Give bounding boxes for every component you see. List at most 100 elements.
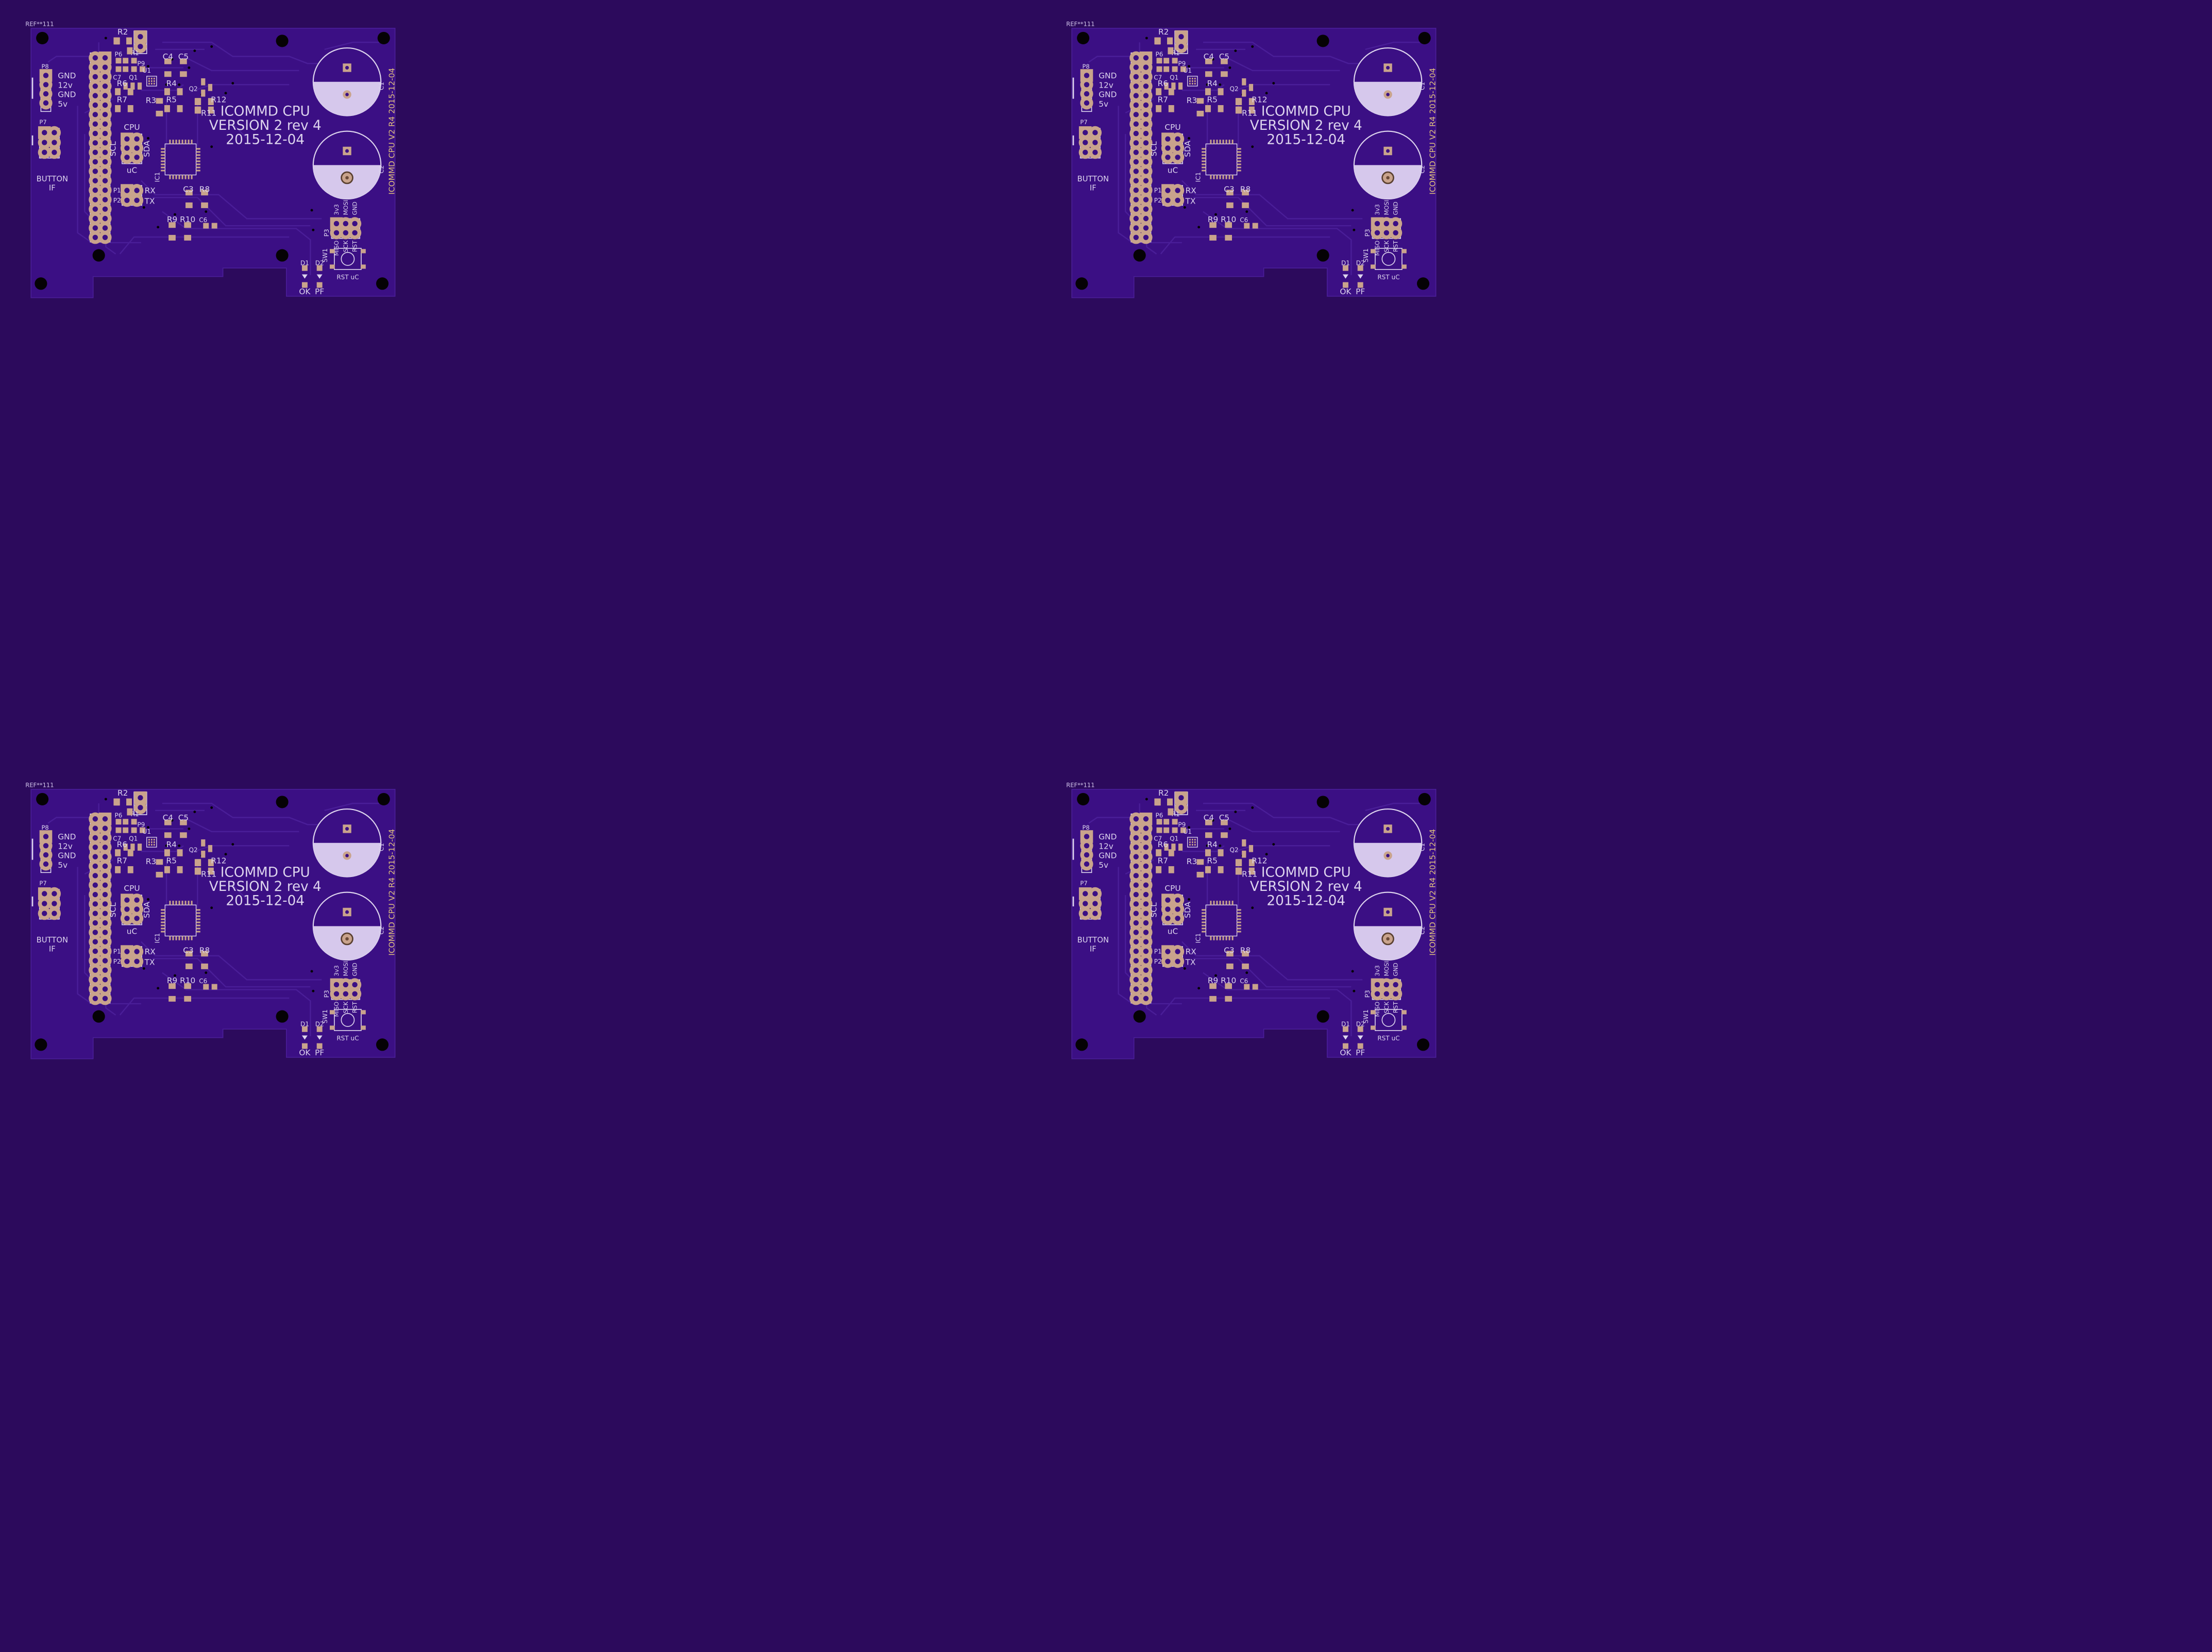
- gpio-pin: [89, 108, 102, 121]
- u1-pad: [1194, 80, 1196, 82]
- sw1-pad: [330, 1025, 335, 1030]
- via: [224, 92, 227, 95]
- led-pad: [1342, 1043, 1348, 1049]
- ic1-pin: [1237, 157, 1241, 159]
- drill-hole: [1383, 982, 1390, 988]
- r12-pad-b: [208, 98, 214, 105]
- drill-hole: [102, 939, 108, 945]
- ic1-pin: [1237, 924, 1241, 926]
- uc-label: uC: [1168, 926, 1178, 936]
- led-pad: [1357, 1026, 1363, 1032]
- drill-hole: [92, 863, 98, 869]
- isp-pin: [1371, 226, 1384, 240]
- power-label: GND: [1099, 832, 1117, 841]
- smd-pad: [1163, 819, 1170, 825]
- r5-pad-a: [164, 105, 170, 112]
- tx-label: TX: [144, 958, 155, 967]
- smd-pad: [1156, 58, 1162, 64]
- ic1-pin: [1237, 148, 1241, 150]
- ic1-pin: [1237, 928, 1241, 930]
- drill-hole: [1386, 176, 1390, 180]
- d1-label: D1: [300, 1021, 309, 1028]
- r3-pad-a: [156, 859, 163, 865]
- drill-hole: [1165, 949, 1171, 954]
- power-label: 12v: [58, 80, 73, 90]
- ic1-pin: [196, 151, 200, 153]
- drill-hole: [102, 55, 108, 61]
- sw1-label: SW1: [1362, 1009, 1370, 1023]
- p9-label: P9: [137, 821, 145, 828]
- c4-pad-a: [1205, 58, 1212, 64]
- drill-hole: [138, 805, 143, 811]
- button-if-label: BUTTON: [1077, 175, 1109, 183]
- ic1-pin: [161, 148, 165, 150]
- ic1-pin: [188, 140, 190, 144]
- gpio-pin: [98, 193, 112, 207]
- u1-pad: [150, 841, 153, 844]
- led-pf-label: PF: [1356, 287, 1365, 296]
- ic1-pin: [1222, 175, 1224, 179]
- c3-label: C3: [183, 946, 193, 955]
- gpio-pin: [98, 61, 112, 74]
- gpio-pin: [89, 973, 102, 986]
- p6-label: P6: [1156, 51, 1163, 58]
- drill-hole: [1386, 854, 1390, 857]
- q2-pin: [1248, 83, 1254, 91]
- ic1-pin: [196, 912, 200, 914]
- drill-hole: [92, 64, 98, 70]
- via: [1351, 209, 1354, 212]
- drill-hole: [124, 916, 130, 921]
- drill-hole: [1165, 155, 1171, 160]
- drill-hole: [1143, 140, 1149, 146]
- via: [104, 798, 107, 801]
- r8-pad-a: [201, 190, 208, 196]
- isp-top-label: MOSI: [1383, 200, 1390, 215]
- drill-hole: [1133, 911, 1139, 916]
- drill-hole: [102, 873, 108, 879]
- drill-hole: [1143, 215, 1149, 222]
- gpio-pin: [98, 212, 112, 225]
- r7-pad-a: [115, 866, 121, 873]
- drill-hole: [345, 854, 349, 857]
- drill-hole: [1383, 230, 1390, 235]
- led-pad: [316, 265, 323, 271]
- drill-hole: [1374, 982, 1380, 988]
- drill-hole: [124, 949, 130, 954]
- smd-pad: [1163, 827, 1170, 833]
- ic1-pin: [1231, 140, 1234, 144]
- led-polarity-mark: [301, 1035, 308, 1040]
- u1-label: U1: [143, 828, 151, 835]
- ic1-pin: [161, 160, 165, 162]
- drill-hole: [134, 145, 140, 151]
- r7-label: R7: [1158, 856, 1168, 866]
- p8-pin: [39, 96, 53, 110]
- mounting-hole: [1133, 249, 1146, 262]
- sw1-outline: [334, 248, 362, 270]
- gpio-pin: [98, 888, 112, 901]
- led-ok-label: OK: [299, 287, 311, 296]
- p7-label: P7: [39, 119, 46, 126]
- ic1-pin: [161, 918, 165, 920]
- drill-hole: [138, 795, 143, 801]
- u1-pad: [150, 82, 153, 85]
- r6-pad-a: [1156, 849, 1162, 856]
- r11-label: R11: [201, 109, 216, 118]
- gpio-pin: [98, 831, 112, 845]
- c5-label: C5: [178, 813, 189, 822]
- p8-label: P8: [1082, 63, 1089, 70]
- led-pad: [301, 265, 308, 271]
- r9-label: R9: [167, 215, 177, 224]
- via: [224, 853, 227, 856]
- ic1-pin: [1202, 931, 1206, 933]
- side-version-label: ICOMMD CPU V2 R4 2015-12-04: [1428, 829, 1437, 956]
- q2-pin: [201, 78, 206, 86]
- capacitor-label: C2: [1419, 165, 1426, 174]
- ic1-pin: [169, 936, 171, 940]
- tx-label: TX: [144, 197, 155, 206]
- drill-hole: [43, 73, 49, 78]
- drill-hole: [92, 74, 98, 80]
- led-polarity-mark: [1342, 1035, 1348, 1040]
- gpio-pin: [1129, 973, 1143, 986]
- r5-label: R5: [166, 95, 176, 105]
- q2-pin: [1242, 78, 1246, 86]
